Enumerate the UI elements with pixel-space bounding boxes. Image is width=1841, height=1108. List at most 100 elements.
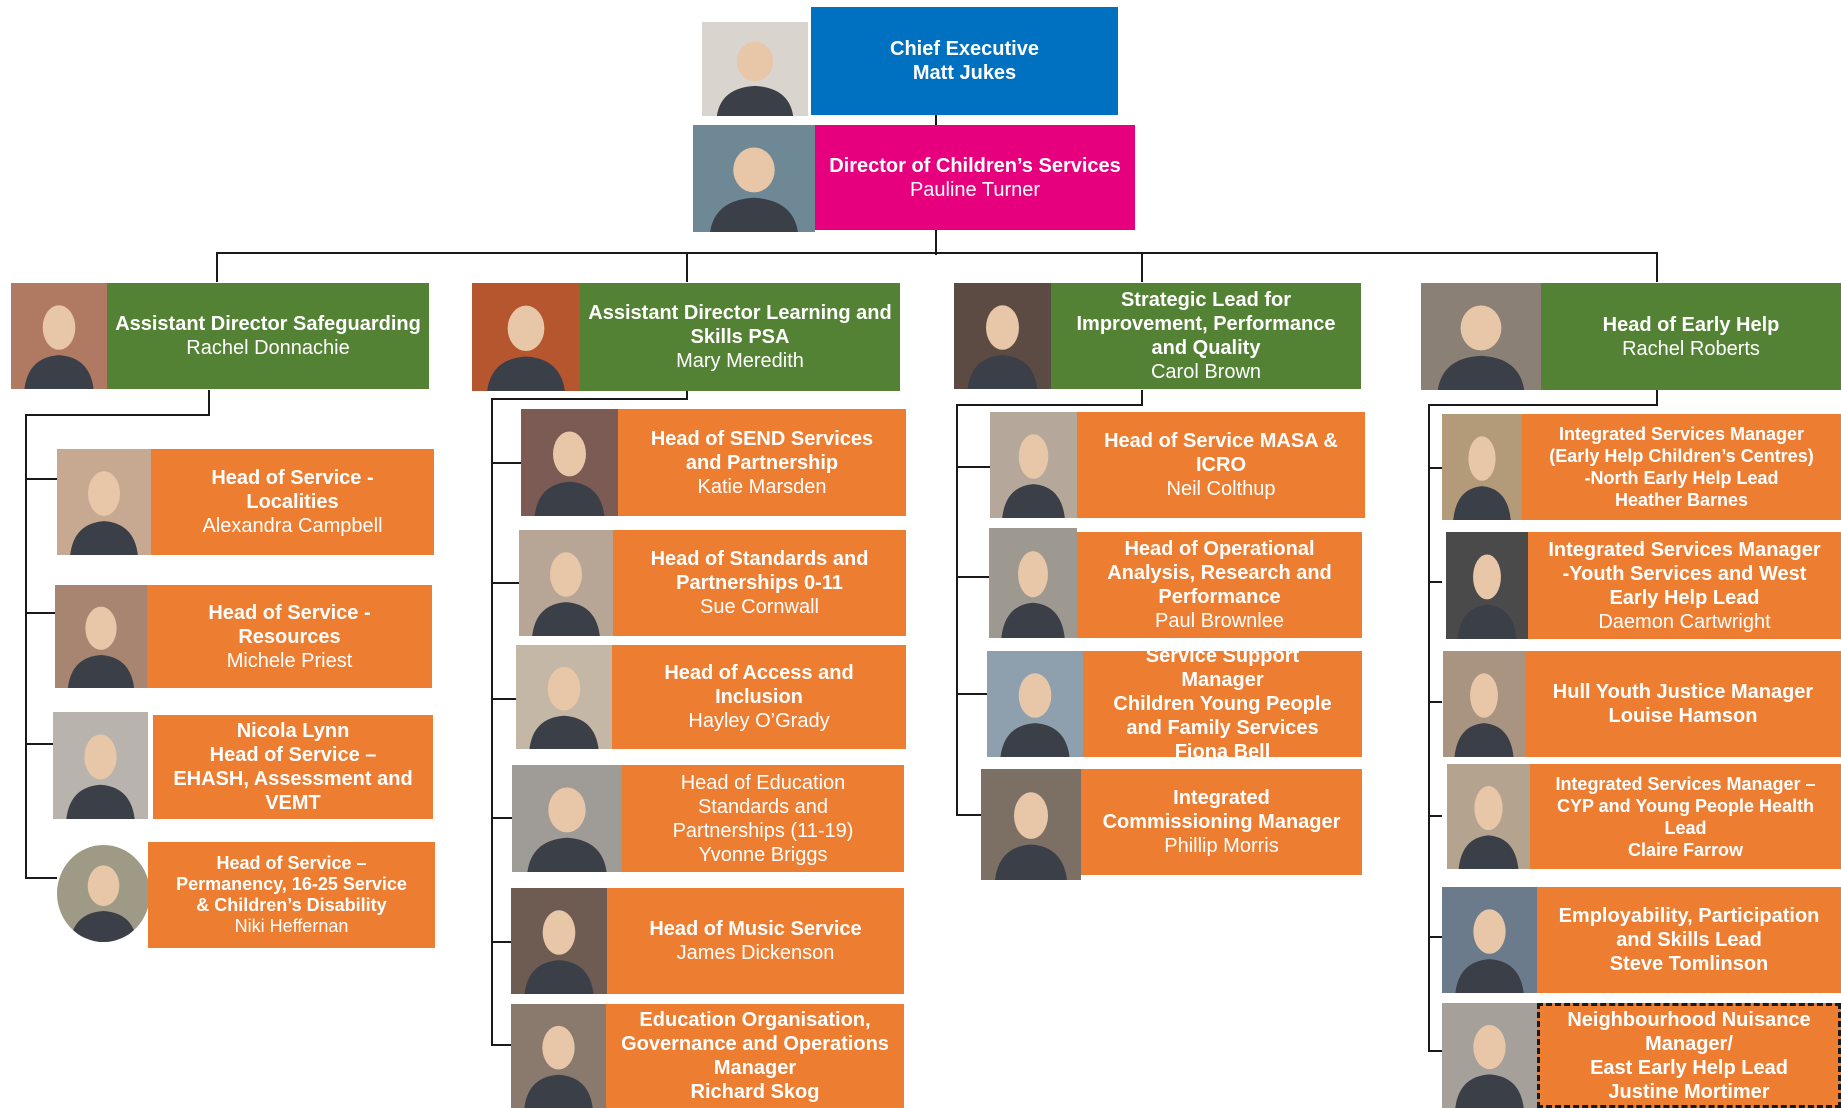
connector <box>25 478 57 480</box>
connector <box>1428 815 1442 817</box>
role-box: Head of Service – Permanency, 16-25 Serv… <box>148 842 435 948</box>
role-title: Education Organisation, Governance and O… <box>621 1009 889 1079</box>
connector <box>686 390 688 400</box>
person-photo-icon <box>53 712 148 819</box>
person-name: Katie Marsden <box>697 475 827 498</box>
person-name: Heather Barnes <box>1614 490 1749 510</box>
connector <box>25 877 57 879</box>
role-title: Director of Children’s Services <box>829 154 1121 177</box>
role-box: Head of Service - Localities Alexandra C… <box>151 449 434 555</box>
connector <box>491 941 521 943</box>
person-name: Michele Priest <box>226 649 353 672</box>
connector <box>25 414 210 416</box>
person-photo-icon <box>1442 887 1537 993</box>
person-photo-icon <box>1446 532 1528 639</box>
connector <box>1428 701 1442 703</box>
person-name: Daemon Cartwright <box>1598 610 1771 633</box>
role-box: Integrated Commissioning Manager Phillip… <box>1081 769 1362 875</box>
person-name: Matt Jukes <box>912 62 1017 84</box>
column-head-box: Assistant Director Safeguarding Rachel D… <box>107 283 429 389</box>
person-name: Rachel Roberts <box>1622 337 1760 360</box>
person-name: Mary Meredith <box>676 350 804 372</box>
person-name: James Dickenson <box>676 942 835 964</box>
person-photo-icon <box>521 409 618 516</box>
person-name: Alexandra Campbell <box>202 515 383 537</box>
role-box: Head of Service - Resources Michele Prie… <box>147 585 432 688</box>
connector <box>956 576 992 578</box>
role-box: Integrated Services Manager – CYP and Yo… <box>1530 764 1841 869</box>
person-name: Steve Tomlinson <box>1609 953 1769 975</box>
role-box: Integrated Services Manager (Early Help … <box>1522 414 1841 520</box>
director-box: Director of Children’s Services Pauline … <box>815 125 1135 230</box>
person-photo-icon <box>981 769 1081 880</box>
connector <box>935 230 937 255</box>
role-box: Integrated Services Manager -Youth Servi… <box>1528 532 1841 639</box>
role-title: Integrated Services Manager – CYP and Yo… <box>1555 773 1816 860</box>
role-box: Head of Music Service James Dickenson <box>607 888 904 994</box>
connector <box>956 404 958 816</box>
person-photo-icon <box>472 283 580 391</box>
role-box: Head of Education Standards and Partners… <box>622 765 904 872</box>
connector <box>1141 390 1143 406</box>
role-title: Head of Service – Permanency, 16-25 Serv… <box>176 853 407 915</box>
connector <box>1141 252 1143 282</box>
role-title: Service Support Manager Children Young P… <box>1113 651 1332 739</box>
role-title: Assistant Director Learning and Skills P… <box>588 302 892 348</box>
connector <box>1656 252 1658 282</box>
person-photo-icon <box>990 412 1077 518</box>
role-box: Head of Access and Inclusion Hayley O’Gr… <box>612 645 906 749</box>
person-name: Fiona Bell <box>1174 741 1271 757</box>
role-title: Chief Executive <box>890 38 1039 60</box>
connector <box>1656 390 1658 406</box>
connector <box>25 414 27 879</box>
role-title: Integrated Services Manager (Early Help … <box>1549 424 1814 488</box>
role-title: Neighbourhood Nuisance Manager/ East Ear… <box>1567 1008 1811 1103</box>
person-name: Hayley O’Grady <box>688 710 830 732</box>
person-photo-icon <box>1442 1003 1537 1108</box>
connector <box>1428 1050 1442 1052</box>
role-title: Nicola Lynn Head of Service – EHASH, Ass… <box>173 720 413 814</box>
connector <box>956 466 992 468</box>
connector <box>491 462 521 464</box>
role-title: Head of Music Service <box>649 918 862 940</box>
role-title: Integrated Commissioning Manager <box>1102 787 1341 833</box>
role-title: Strategic Lead for Improvement, Performa… <box>1076 289 1336 359</box>
connector <box>25 612 57 614</box>
role-box: Head of Standards and Partnerships 0-11 … <box>613 530 906 636</box>
role-title: Head of Service - Resources <box>208 601 371 648</box>
person-photo-icon <box>1421 283 1541 390</box>
role-box: Hull Youth Justice Manager Louise Hamson <box>1525 651 1841 757</box>
person-name: Niki Heffernan <box>234 916 349 936</box>
person-name: Phillip Morris <box>1164 835 1279 857</box>
connector <box>935 115 937 125</box>
role-title: Integrated Services Manager -Youth Servi… <box>1548 538 1821 609</box>
role-title: Head of Access and Inclusion <box>664 662 854 708</box>
role-box: Head of SEND Services and Partnership Ka… <box>618 409 906 516</box>
person-photo-icon <box>519 530 613 636</box>
person-photo-icon <box>516 645 612 749</box>
column-head-box: Assistant Director Learning and Skills P… <box>580 283 900 391</box>
connector <box>491 1044 521 1046</box>
connector <box>1428 936 1442 938</box>
person-name: Carol Brown <box>1150 361 1262 383</box>
person-photo-icon <box>511 888 607 994</box>
person-photo-icon <box>512 765 622 872</box>
person-photo-icon <box>1447 764 1530 869</box>
person-name: Richard Skog <box>690 1081 820 1103</box>
person-photo-icon <box>57 449 151 555</box>
connector <box>956 404 1143 406</box>
connector <box>1428 404 1430 1052</box>
role-title: Head of Service - Localities <box>211 467 374 513</box>
person-photo-icon <box>11 283 107 389</box>
connector <box>1428 581 1442 583</box>
role-box: Neighbourhood Nuisance Manager/ East Ear… <box>1537 1003 1841 1108</box>
role-box: Service Support Manager Children Young P… <box>1083 651 1362 757</box>
person-photo-icon <box>1442 414 1522 520</box>
person-name: Rachel Donnachie <box>186 337 350 359</box>
person-photo-icon <box>1443 651 1525 757</box>
column-head-box: Strategic Lead for Improvement, Performa… <box>1051 283 1361 389</box>
person-photo-icon <box>989 528 1077 638</box>
connector <box>1428 404 1658 406</box>
connector <box>491 582 521 584</box>
person-name: Neil Colthup <box>1166 478 1276 500</box>
